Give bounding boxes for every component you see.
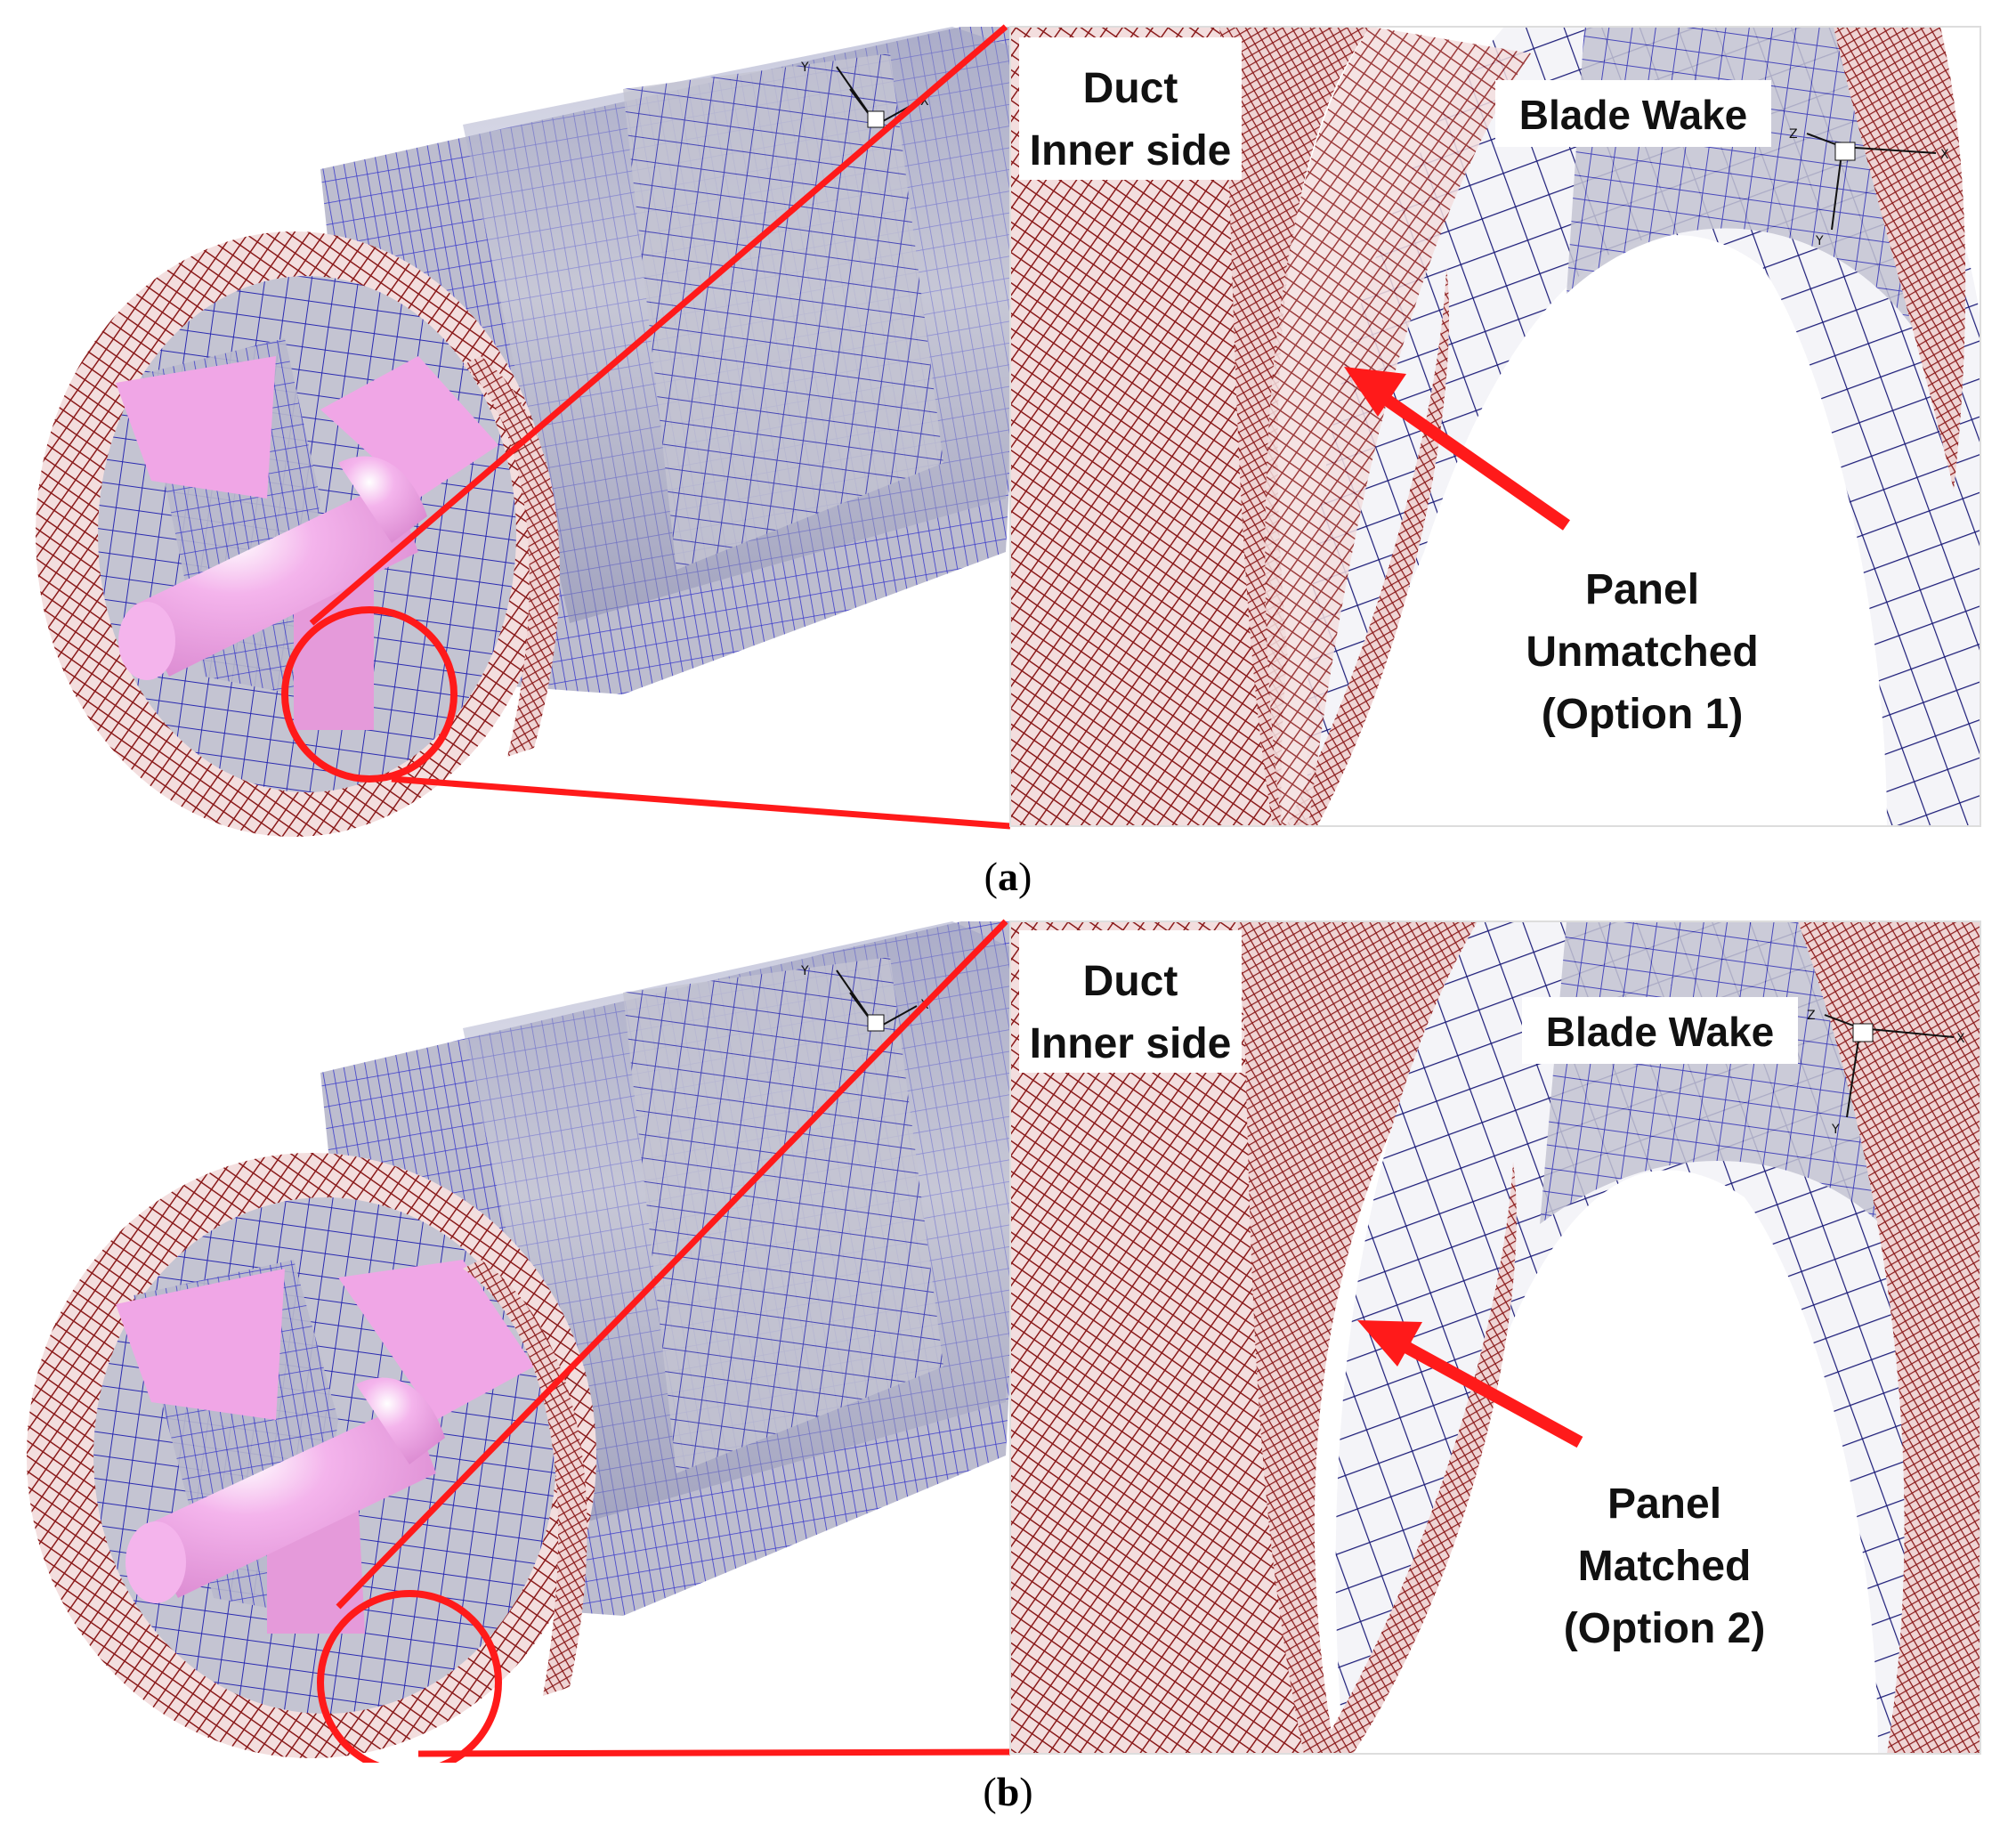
zoom-axis-z: Z xyxy=(1789,127,1798,142)
figure-panel-a: Y X Duct Inner side Blade Wake X Z xyxy=(36,24,1981,837)
axis-label-y: Y xyxy=(800,61,809,75)
pointer-arrow xyxy=(1357,1320,1583,1448)
zoom-view: Duct Inner side Blade Wake X Z Y Panel U… xyxy=(1009,26,1981,827)
figure-panel-b: Y X Duct Inner side Blade Wake X Z Y xyxy=(27,919,1981,1763)
axis-label-y: Y xyxy=(800,964,809,978)
duct-inner-side-mesh xyxy=(1010,921,1308,1754)
wake-label-box xyxy=(1522,997,1798,1064)
highlight-circle xyxy=(281,606,457,783)
caption-a: (a) xyxy=(984,854,1032,899)
zoom-axis-z: Z xyxy=(1807,1009,1816,1023)
overview-model: Y X xyxy=(36,27,1032,837)
zoom-connector xyxy=(336,919,1011,1757)
panel-label-line3: (Option 1) xyxy=(1542,691,1744,738)
hub xyxy=(118,456,427,680)
caption-b: (b) xyxy=(983,1769,1033,1814)
wake-label: Blade Wake xyxy=(1519,92,1748,138)
zoom-axis-x: X xyxy=(1956,1032,1965,1046)
wake-label-box xyxy=(1495,80,1771,147)
zoom-axis-y: Y xyxy=(1815,234,1824,248)
panel-label-line2: Matched xyxy=(1578,1543,1752,1590)
panel-label-line2: Unmatched xyxy=(1526,629,1758,676)
zoom-connector xyxy=(309,24,1011,830)
axis-label-x: X xyxy=(920,94,929,109)
highlight-circle xyxy=(317,1590,502,1763)
duct-label-box xyxy=(1019,37,1242,180)
duct-label-box xyxy=(1019,930,1242,1073)
duct-label-line1: Duct xyxy=(1083,958,1178,1005)
zoom-axis-y: Y xyxy=(1831,1123,1840,1137)
panel-label-line1: Panel xyxy=(1585,566,1699,613)
axis-triad-zoom: X Z Y xyxy=(1789,127,1949,248)
zoom-view: Duct Inner side Blade Wake X Z Y Panel M… xyxy=(1009,921,1981,1755)
caption-letter-a: a xyxy=(998,854,1018,899)
axis-triad-zoom: X Z Y xyxy=(1807,1009,1965,1137)
axis-triad: Y X xyxy=(800,61,929,128)
panel-label-line1: Panel xyxy=(1607,1480,1721,1528)
blade xyxy=(116,356,276,499)
duct-label-line2: Inner side xyxy=(1030,1020,1232,1067)
caption-letter-b: b xyxy=(996,1769,1020,1814)
wake-label: Blade Wake xyxy=(1546,1009,1775,1055)
hub xyxy=(125,1377,445,1603)
zoom-axis-x: X xyxy=(1940,148,1949,162)
duct-label-line1: Duct xyxy=(1083,65,1178,112)
pointer-arrow xyxy=(1344,367,1571,531)
duct-label-line2: Inner side xyxy=(1030,127,1232,174)
overview-model: Y X xyxy=(27,921,1032,1763)
panel-label-line3: (Option 2) xyxy=(1564,1605,1766,1652)
blade xyxy=(116,1269,285,1420)
duct-inner-side-mesh xyxy=(1010,27,1273,826)
